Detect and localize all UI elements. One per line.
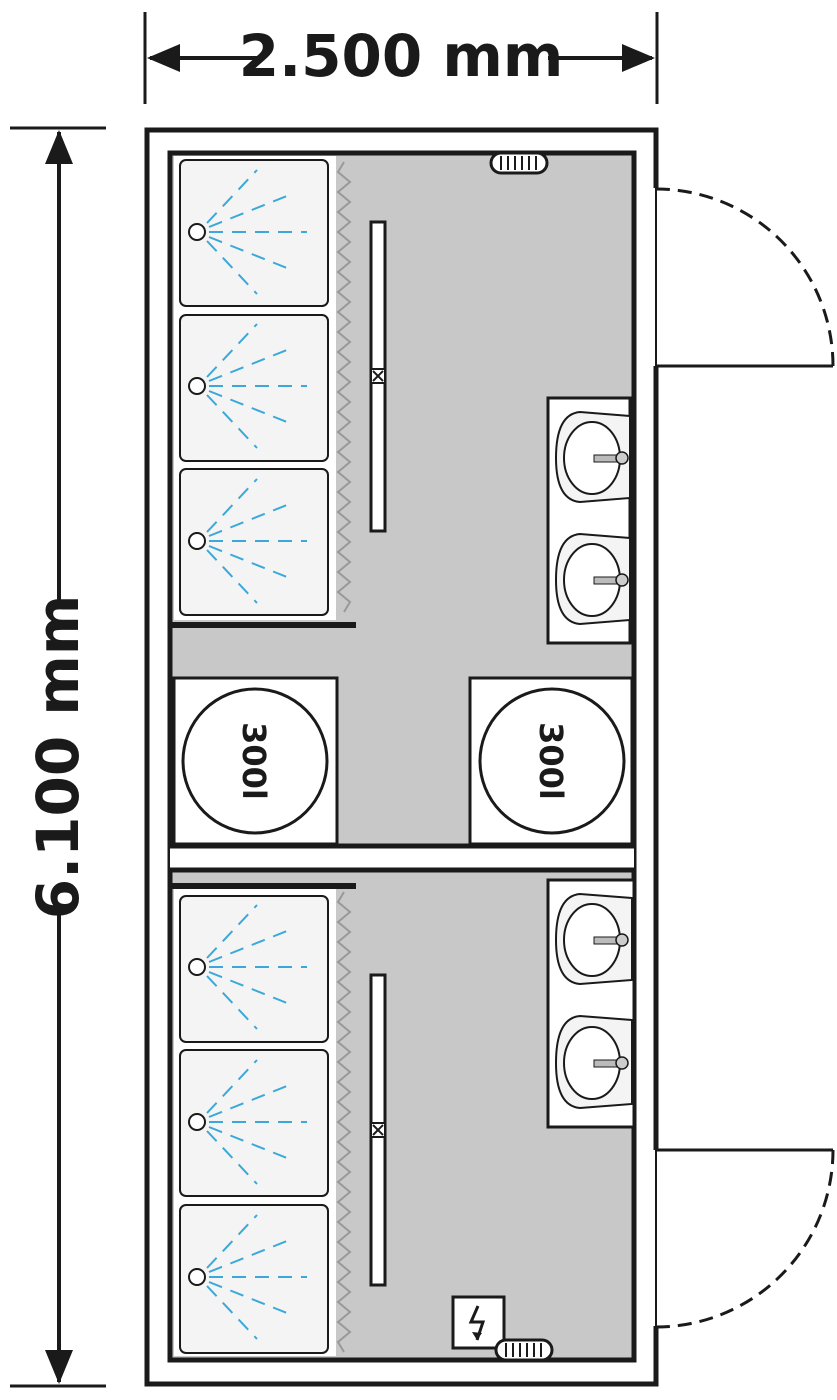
washbasin-icon: [554, 1014, 633, 1110]
bench: [369, 220, 387, 533]
shower-cabin: [179, 1049, 329, 1197]
shower-spray-icon: [188, 478, 307, 604]
shower-cabin: [179, 159, 329, 307]
center-divider-wall: [170, 843, 634, 873]
washbasin-icon: [554, 532, 631, 626]
shower-cabin: [179, 314, 329, 462]
ventilation-grille-icon: [489, 151, 549, 175]
washbasin-icon: [554, 410, 631, 504]
shower-curtain: [336, 161, 352, 613]
water-tank-right: 300l: [468, 676, 634, 846]
sink-unit: [546, 396, 632, 645]
width-dimension-label: 2.500 mm: [239, 22, 564, 90]
shower-curtain: [336, 891, 352, 1353]
shower-spray-icon: [188, 1059, 307, 1185]
water-tank-left: 300l: [172, 676, 339, 846]
door-swing-arc: [652, 187, 835, 368]
shower-spray-icon: [188, 904, 307, 1030]
shower-spray-icon: [188, 323, 307, 449]
shower-cabin: [179, 1204, 329, 1354]
ventilation-grille-icon: [494, 1338, 554, 1362]
lightning-bolt-icon: [451, 1295, 506, 1350]
height-dimension: 6.100 mm: [10, 126, 106, 1388]
height-dimension-label: 6.100 mm: [24, 595, 92, 920]
door-swing-arc: [652, 1148, 835, 1329]
sink-unit: [546, 878, 636, 1129]
shower-spray-icon: [188, 1214, 307, 1340]
tank-capacity-label: 300l: [235, 722, 273, 800]
shower-cabin: [179, 468, 329, 616]
width-dimension: 2.500 mm: [143, 12, 659, 104]
tank-capacity-label: 300l: [532, 722, 570, 800]
bench: [369, 973, 387, 1287]
lower-shower-block: [172, 883, 356, 1356]
shower-cabin: [179, 895, 329, 1043]
washbasin-icon: [554, 892, 633, 986]
shower-spray-icon: [188, 169, 307, 295]
upper-shower-block: [172, 156, 356, 628]
